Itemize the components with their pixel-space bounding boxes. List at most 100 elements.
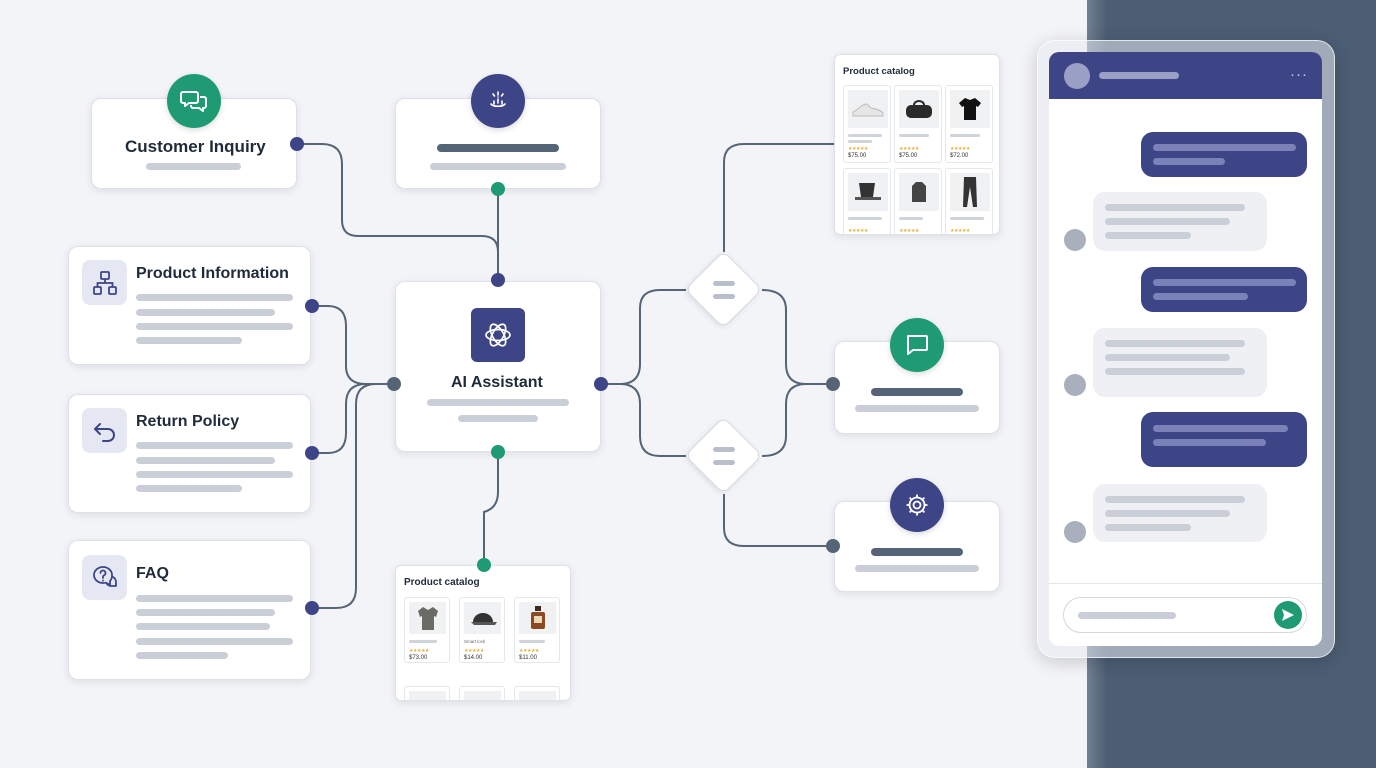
wire-inquiry-to-ai <box>298 143 499 280</box>
wire-ai-to-split-bottom <box>619 383 686 457</box>
wire-split-bottom-to-reply <box>761 383 807 457</box>
placeholder-line <box>136 294 293 301</box>
product-price: $75.00 <box>899 153 918 159</box>
product-card[interactable]: ★★★★★ $73.00 <box>404 597 450 663</box>
wire-ai-to-split-top <box>602 289 686 385</box>
openai-logo-icon <box>471 308 525 362</box>
tshirt-icon <box>950 90 990 128</box>
placeholder-line <box>136 323 293 330</box>
avatar <box>1064 229 1086 251</box>
wire-return-to-ai <box>312 383 367 454</box>
product-card[interactable]: ★★★★★ $72.00 <box>945 85 993 163</box>
input-port[interactable] <box>477 558 491 572</box>
product-card[interactable]: ★★★★★ $75.00 <box>894 85 942 163</box>
pants-icon <box>950 173 990 211</box>
send-icon <box>1282 609 1294 621</box>
placeholder-line <box>136 595 293 602</box>
placeholder-line <box>136 457 275 464</box>
catalog-title: Product catalog <box>404 577 480 588</box>
return-arrow-icon <box>82 408 127 453</box>
product-catalog-top[interactable]: Product catalog ★★★★★ $75.00 ★★★★★ $75.0… <box>834 54 1000 235</box>
product-card[interactable] <box>459 686 505 700</box>
placeholder-line <box>136 652 228 659</box>
return-policy-title: Return Policy <box>136 413 240 430</box>
product-card[interactable] <box>404 686 450 700</box>
placeholder-line <box>855 565 979 572</box>
output-port[interactable] <box>491 182 505 196</box>
sneaker-icon <box>848 90 888 128</box>
placeholder-line <box>855 405 979 412</box>
input-port[interactable] <box>387 377 401 391</box>
contact-name-placeholder <box>1099 72 1179 79</box>
chat-window: ··· <box>1049 52 1322 646</box>
product-card[interactable]: ★★★★★ $75.00 <box>843 85 891 163</box>
product-card[interactable]: ★★★★★ <box>894 168 942 234</box>
input-placeholder-line <box>1078 612 1176 619</box>
output-port[interactable] <box>305 601 319 615</box>
avatar <box>1064 63 1090 89</box>
outgoing-message <box>1141 267 1307 312</box>
wire-split-top-to-catalog <box>723 143 834 252</box>
placeholder-line <box>136 485 242 492</box>
output-port[interactable] <box>305 299 319 313</box>
incoming-message <box>1093 192 1267 251</box>
wire-faq-to-ai <box>312 383 377 609</box>
wire-split-top-to-reply <box>761 289 832 385</box>
more-dots-icon[interactable]: ··· <box>1290 66 1308 83</box>
input-port[interactable] <box>491 273 505 287</box>
send-button[interactable] <box>1274 601 1302 629</box>
incoming-message <box>1093 484 1267 542</box>
placeholder-line <box>871 548 963 556</box>
catalog-title: Product catalog <box>843 66 915 77</box>
input-port[interactable] <box>826 539 840 553</box>
product-card[interactable]: ★★★★★ $11.00 <box>514 597 560 663</box>
product-card[interactable]: ★★★★★ <box>945 168 993 234</box>
faq-title: FAQ <box>136 565 169 582</box>
perfume-icon <box>519 602 556 634</box>
sparkle-hand-icon <box>471 74 525 128</box>
jacket-icon <box>409 602 446 634</box>
output-port[interactable] <box>491 445 505 459</box>
product-information-title: Product Information <box>136 265 289 282</box>
duffel-bag-icon <box>899 90 939 128</box>
product-card[interactable]: Smart lock ★★★★★ $14.00 <box>459 597 505 663</box>
wire-ai-to-catalog <box>482 452 499 565</box>
question-bubbles-icon <box>82 555 127 600</box>
output-port[interactable] <box>290 137 304 151</box>
hat-icon <box>848 173 888 211</box>
ai-assistant-title: AI Assistant <box>451 374 543 391</box>
input-port[interactable] <box>826 377 840 391</box>
avatar <box>1064 374 1086 396</box>
placeholder-line <box>427 399 569 406</box>
backpack-icon <box>899 173 939 211</box>
product-card[interactable]: ★★★★★ <box>843 168 891 234</box>
product-name: Smart lock <box>464 639 486 644</box>
ai-assistant-card[interactable] <box>395 281 601 452</box>
product-card[interactable] <box>514 686 560 700</box>
outgoing-message <box>1141 132 1307 177</box>
chat-bubbles-icon <box>167 74 221 128</box>
product-price: $14.00 <box>464 655 483 661</box>
output-port[interactable] <box>594 377 608 391</box>
placeholder-line <box>136 471 293 478</box>
incoming-message <box>1093 328 1267 397</box>
placeholder-line <box>458 415 538 422</box>
placeholder-line <box>136 309 275 316</box>
gear-icon <box>890 478 944 532</box>
chat-header: ··· <box>1049 52 1322 99</box>
product-catalog-bottom[interactable]: Product catalog ★★★★★ $73.00 Smart lock … <box>395 565 571 701</box>
product-price: $73.00 <box>409 655 428 661</box>
wire-split-bottom-to-settings <box>723 494 832 547</box>
output-port[interactable] <box>305 446 319 460</box>
customer-inquiry-title: Customer Inquiry <box>125 137 266 156</box>
product-price: $72.00 <box>950 153 969 159</box>
product-price: $75.00 <box>848 153 867 159</box>
outgoing-message <box>1141 412 1307 467</box>
message-input[interactable] <box>1063 597 1307 633</box>
placeholder-line <box>146 163 241 170</box>
placeholder-line <box>871 388 963 396</box>
placeholder-line <box>136 442 293 449</box>
product-price: $11.00 <box>519 655 537 661</box>
placeholder-line <box>430 163 566 170</box>
